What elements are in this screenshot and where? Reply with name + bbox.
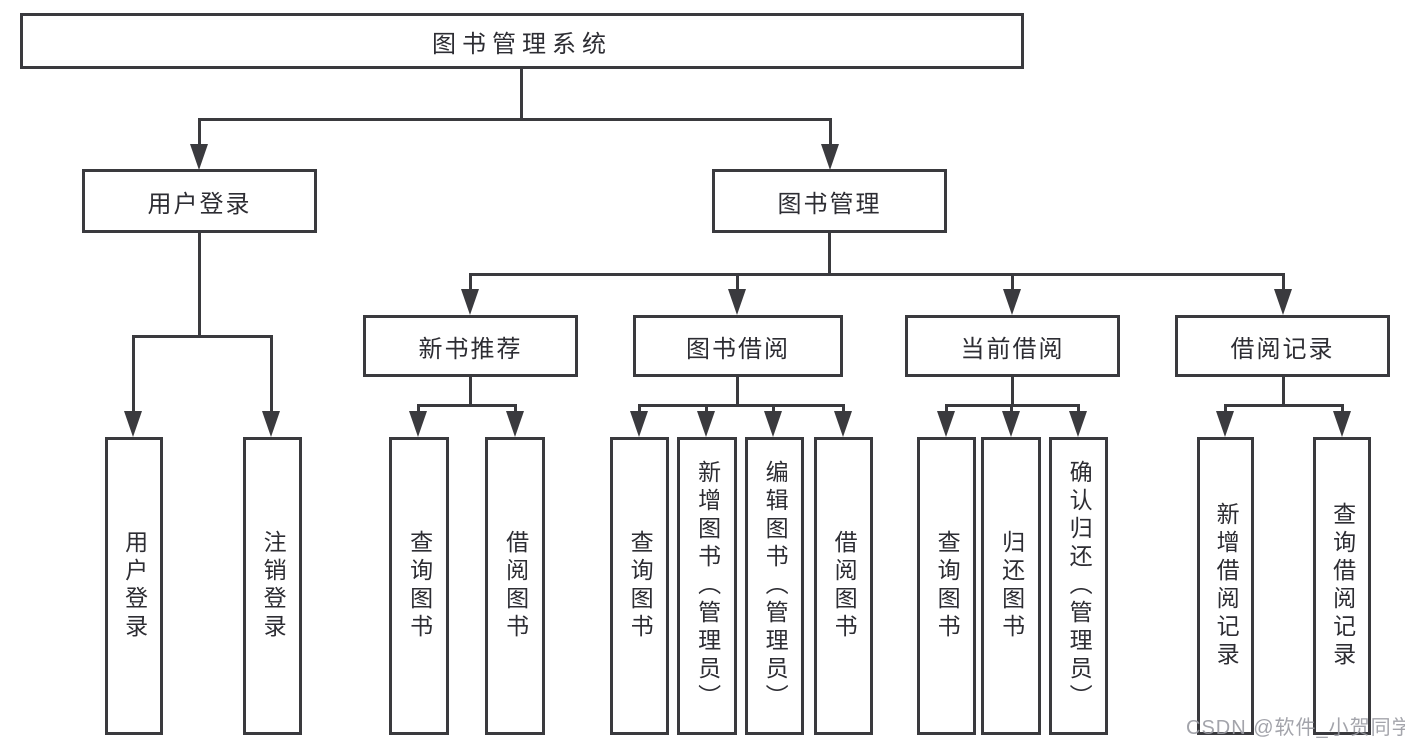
csdn-watermark: CSDN @软件_小贺同学	[1186, 717, 1405, 739]
leaf-add-books-admin: 新增图书（管理员）	[677, 437, 737, 735]
arrowhead-down	[834, 411, 852, 437]
leaf-return-books: 归还图书	[981, 437, 1041, 735]
connector	[417, 404, 517, 407]
leaf-query-borrow-record: 查询借阅记录	[1313, 437, 1371, 735]
arrowhead-down	[1274, 289, 1292, 315]
connector	[945, 404, 948, 413]
arrowhead-down	[124, 411, 142, 437]
connector	[1224, 404, 1227, 413]
connector	[417, 404, 420, 413]
node-new-book-recommend: 新书推荐	[363, 315, 578, 377]
connector	[736, 273, 739, 293]
connector	[828, 233, 831, 276]
connector	[1341, 404, 1344, 413]
leaf-user-login: 用户登录	[105, 437, 163, 735]
leaf-borrow-books: 借阅图书	[814, 437, 873, 735]
leaf-label: 借阅图书	[831, 530, 858, 642]
connector	[772, 404, 775, 413]
leaf-add-borrow-record: 新增借阅记录	[1197, 437, 1254, 735]
leaf-label: 查询图书	[406, 530, 433, 642]
leaf-label: 用户登录	[121, 530, 148, 642]
connector	[638, 404, 845, 407]
arrowhead-down	[821, 144, 839, 170]
arrowhead-down	[262, 411, 280, 437]
connector	[842, 404, 845, 413]
leaf-label: 归还图书	[998, 530, 1025, 642]
connector	[198, 233, 201, 338]
arrowhead-down	[190, 144, 208, 170]
node-current-borrow: 当前借阅	[905, 315, 1120, 377]
arrowhead-down	[1333, 411, 1351, 437]
connector	[1011, 377, 1014, 407]
connector	[469, 377, 472, 407]
leaf-label: 注销登录	[260, 530, 287, 642]
leaf-borrow-books-recommend: 借阅图书	[485, 437, 545, 735]
connector	[705, 404, 708, 413]
node-book-management-label: 图书管理	[777, 190, 882, 218]
node-user-login-label: 用户登录	[147, 190, 252, 218]
arrowhead-down	[630, 411, 648, 437]
node-book-borrow-label: 图书借阅	[686, 335, 790, 363]
node-root-label: 图书管理系统	[432, 30, 612, 58]
connector	[1010, 404, 1013, 413]
connector	[198, 118, 201, 148]
arrowhead-down	[728, 289, 746, 315]
connector	[829, 118, 832, 148]
node-user-login: 用户登录	[82, 169, 317, 233]
leaf-confirm-return-admin: 确认归还（管理员）	[1049, 437, 1108, 735]
leaf-label: 确认归还（管理员）	[1066, 460, 1093, 712]
connector	[1077, 404, 1080, 413]
arrowhead-down	[697, 411, 715, 437]
connector	[469, 273, 472, 293]
connector	[198, 118, 832, 121]
leaf-label: 新增图书（管理员）	[694, 460, 721, 712]
arrowhead-down	[764, 411, 782, 437]
connector	[1011, 273, 1014, 293]
arrowhead-down	[1216, 411, 1234, 437]
arrowhead-down	[1002, 411, 1020, 437]
node-new-book-recommend-label: 新书推荐	[418, 335, 523, 363]
arrowhead-down	[1069, 411, 1087, 437]
leaf-logout: 注销登录	[243, 437, 302, 735]
leaf-query-books-current: 查询图书	[917, 437, 976, 735]
connector	[1282, 377, 1285, 407]
node-book-management: 图书管理	[712, 169, 947, 233]
node-borrow-record-label: 借阅记录	[1230, 335, 1335, 363]
connector	[1282, 273, 1285, 293]
leaf-label: 新增借阅记录	[1213, 502, 1240, 670]
leaf-query-books-recommend: 查询图书	[389, 437, 449, 735]
leaf-label: 查询借阅记录	[1329, 502, 1356, 670]
connector	[638, 404, 641, 413]
node-root: 图书管理系统	[20, 13, 1024, 69]
leaf-query-books-borrow: 查询图书	[610, 437, 669, 735]
connector	[1224, 404, 1344, 407]
connector	[132, 335, 135, 413]
connector	[514, 404, 517, 413]
connector	[132, 335, 273, 338]
leaf-edit-books-admin: 编辑图书（管理员）	[745, 437, 804, 735]
arrowhead-down	[461, 289, 479, 315]
node-borrow-record: 借阅记录	[1175, 315, 1390, 377]
arrowhead-down	[937, 411, 955, 437]
connector	[469, 273, 1285, 276]
leaf-label: 编辑图书（管理员）	[762, 460, 789, 712]
arrowhead-down	[506, 411, 524, 437]
connector	[736, 377, 739, 407]
connector	[270, 335, 273, 413]
leaf-label: 借阅图书	[502, 530, 529, 642]
node-book-borrow: 图书借阅	[633, 315, 843, 377]
arrowhead-down	[409, 411, 427, 437]
arrowhead-down	[1003, 289, 1021, 315]
leaf-label: 查询图书	[934, 530, 961, 642]
leaf-label: 查询图书	[627, 530, 654, 642]
connector	[520, 69, 523, 121]
node-current-borrow-label: 当前借阅	[960, 335, 1065, 363]
